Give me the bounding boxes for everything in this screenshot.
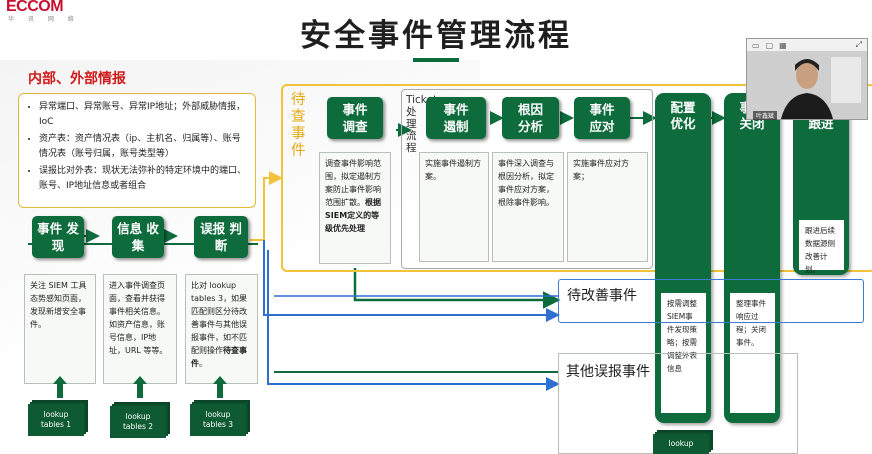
follow-desc: 跟进后续数据源侧改善计划。 — [799, 220, 844, 274]
response-desc: 实施事件应对方案； — [567, 152, 648, 262]
to-improve-arrow — [263, 240, 560, 322]
improve-events-label: 待改善事件 — [567, 288, 637, 304]
grid-view-icon[interactable]: ▦ — [779, 40, 787, 50]
to-other-arrow — [267, 250, 560, 391]
lookup-table-1: lookup tables 1 — [28, 404, 84, 436]
video-overlay[interactable]: ▭ ▢ ▦ ⤢ 叶鑫斌 — [746, 38, 868, 120]
step-judge-button[interactable]: 误报 判断 — [194, 216, 248, 258]
contain-desc: 实施事件遏制方案。 — [419, 152, 489, 262]
tickets-label: Tickets处理流程 — [406, 94, 443, 154]
investigate-to-improve-arrow — [353, 268, 561, 309]
speaker-avatar — [747, 51, 867, 119]
window-small-icon[interactable]: ▭ — [752, 40, 760, 50]
step-judge-desc-text: 比对 lookup tables 3，如果匹配则区分待改善事件与其他误报事件，如… — [191, 281, 248, 355]
step-discover-desc: 关注 SIEM 工具态势感知页面，发现新增安全事件。 — [24, 274, 96, 384]
investigate-button[interactable]: 事件 调查 — [327, 97, 383, 139]
to-pending-arrow — [250, 171, 283, 241]
lookup-table-bottom: lookup — [653, 434, 709, 454]
investigate-desc: 调查事件影响范围，拟定遏制方案防止事件影响范围扩散。根据SIEM定义的等级优先处… — [319, 152, 391, 264]
eccom-logo: ECCOM — [6, 0, 64, 15]
step-judge-desc-end: 。 — [199, 359, 207, 368]
step-judge-desc-bold: 待查事件 — [191, 346, 247, 368]
speaker-name: 叶鑫斌 — [753, 111, 778, 120]
contain-button[interactable]: 事件 遏制 — [426, 97, 486, 139]
tickets-frame — [401, 89, 653, 269]
step-discover-button[interactable]: 事件 发现 — [32, 216, 84, 258]
investigate-desc-bold: 根据SIEM定义的等级优先处理 — [325, 198, 381, 233]
intel-title: 内部、外部情报 — [28, 71, 126, 87]
optimize-label: 配置 优化 — [670, 100, 696, 131]
pending-events-frame — [281, 84, 872, 272]
investigate-desc-text: 调查事件影响范围，拟定遏制方案防止事件影响范围扩散。 — [325, 159, 381, 207]
title-underline — [413, 58, 459, 62]
intel-item: 资产表：资产情况表（ip、主机名、归属等）、账号情况表（账号归属，账号类型等） — [39, 132, 249, 162]
eccom-logo-subtext: 华 讯 网 络 — [8, 16, 80, 23]
pending-events-label: 待查事件 — [291, 92, 306, 159]
intel-box: 异常端口、异常账号、异常IP地址；外部威胁情报，IoC 资产表：资产情况表（ip… — [18, 93, 256, 208]
expand-icon[interactable]: ⤢ — [855, 40, 862, 49]
other-false-positive-label: 其他误报事件 — [566, 364, 650, 380]
improve-events-box — [558, 279, 864, 323]
page-title: 安全事件管理流程 — [300, 18, 572, 54]
root-cause-button[interactable]: 根因 分析 — [502, 97, 559, 139]
root-cause-desc: 事件深入调查与根因分析，拟定事件应对方案，根除事件影响。 — [492, 152, 564, 262]
window-restore-icon[interactable]: ▢ — [765, 40, 774, 50]
response-button[interactable]: 事件 应对 — [574, 97, 630, 139]
step-judge-desc: 比对 lookup tables 3，如果匹配则区分待改善事件与其他误报事件，如… — [185, 274, 258, 384]
lookup-table-3: lookup tables 3 — [190, 404, 246, 436]
step-collect-button[interactable]: 信息 收集 — [112, 216, 164, 258]
intel-item: 误报比对外表：现状无法弥补的特定环境中的端口、账号、IP地址信息或者组合 — [39, 164, 249, 194]
step-collect-desc: 进入事件调查页面，查看并获得事件相关信息。如资产信息，账号信息，IP地址，URL… — [103, 274, 177, 384]
lookup-table-2: lookup tables 2 — [110, 406, 166, 438]
video-toolbar: ▭ ▢ ▦ ⤢ — [747, 39, 867, 51]
intel-item: 异常端口、异常账号、异常IP地址；外部威胁情报，IoC — [39, 100, 249, 130]
